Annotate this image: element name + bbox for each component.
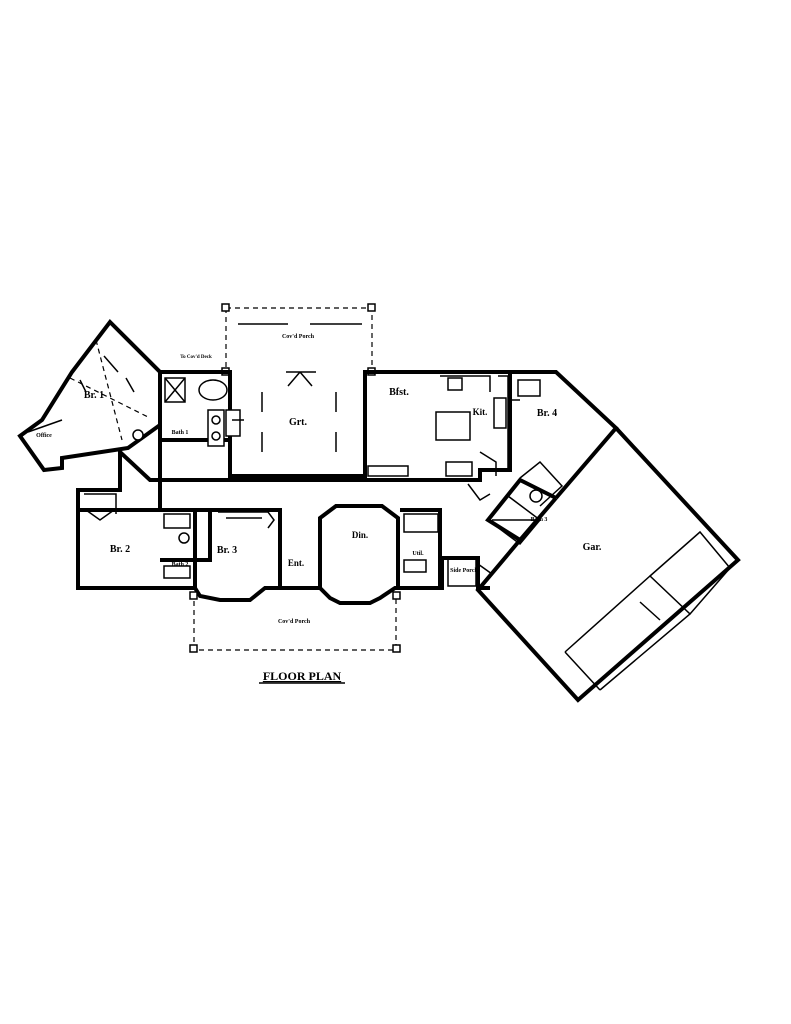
great-room-beam-markers: [232, 392, 337, 452]
floor-plan-title: FLOOR PLAN: [263, 669, 342, 683]
bath1-fixtures: [132, 377, 241, 447]
label-din: Din.: [352, 530, 368, 540]
bedroom-closets: [84, 493, 275, 579]
front-covered-porch: [189, 591, 401, 653]
label-br4: Br. 4: [537, 408, 557, 419]
label-br1: Br. 1: [84, 390, 104, 401]
utility-side-porch: [403, 513, 493, 587]
label-bath2: Bath 2: [172, 562, 189, 568]
label-ent: Ent.: [288, 558, 304, 568]
kitchen-fixtures: [367, 375, 509, 501]
main-house-walls: [76, 370, 512, 605]
label-grt: Grt.: [289, 417, 308, 428]
label-to-covd-deck: To Cov'd Deck: [180, 355, 212, 360]
label-bfst: Bfst.: [389, 387, 409, 398]
label-kit: Kit.: [473, 407, 488, 417]
garage-wing: [475, 370, 741, 703]
label-covd-porch-front: Cov'd Porch: [278, 619, 311, 625]
label-br2: Br. 2: [110, 544, 130, 555]
label-bath3: Bath 3: [531, 517, 548, 523]
label-covd-porch-rear: Cov'd Porch: [282, 334, 315, 340]
label-gar: Gar.: [583, 542, 602, 553]
label-office: Office: [36, 433, 52, 439]
label-side-porch: Side Porch: [450, 568, 478, 574]
label-util: Util.: [412, 551, 424, 557]
label-br3: Br. 3: [217, 545, 237, 556]
label-bath1: Bath 1: [172, 430, 189, 436]
